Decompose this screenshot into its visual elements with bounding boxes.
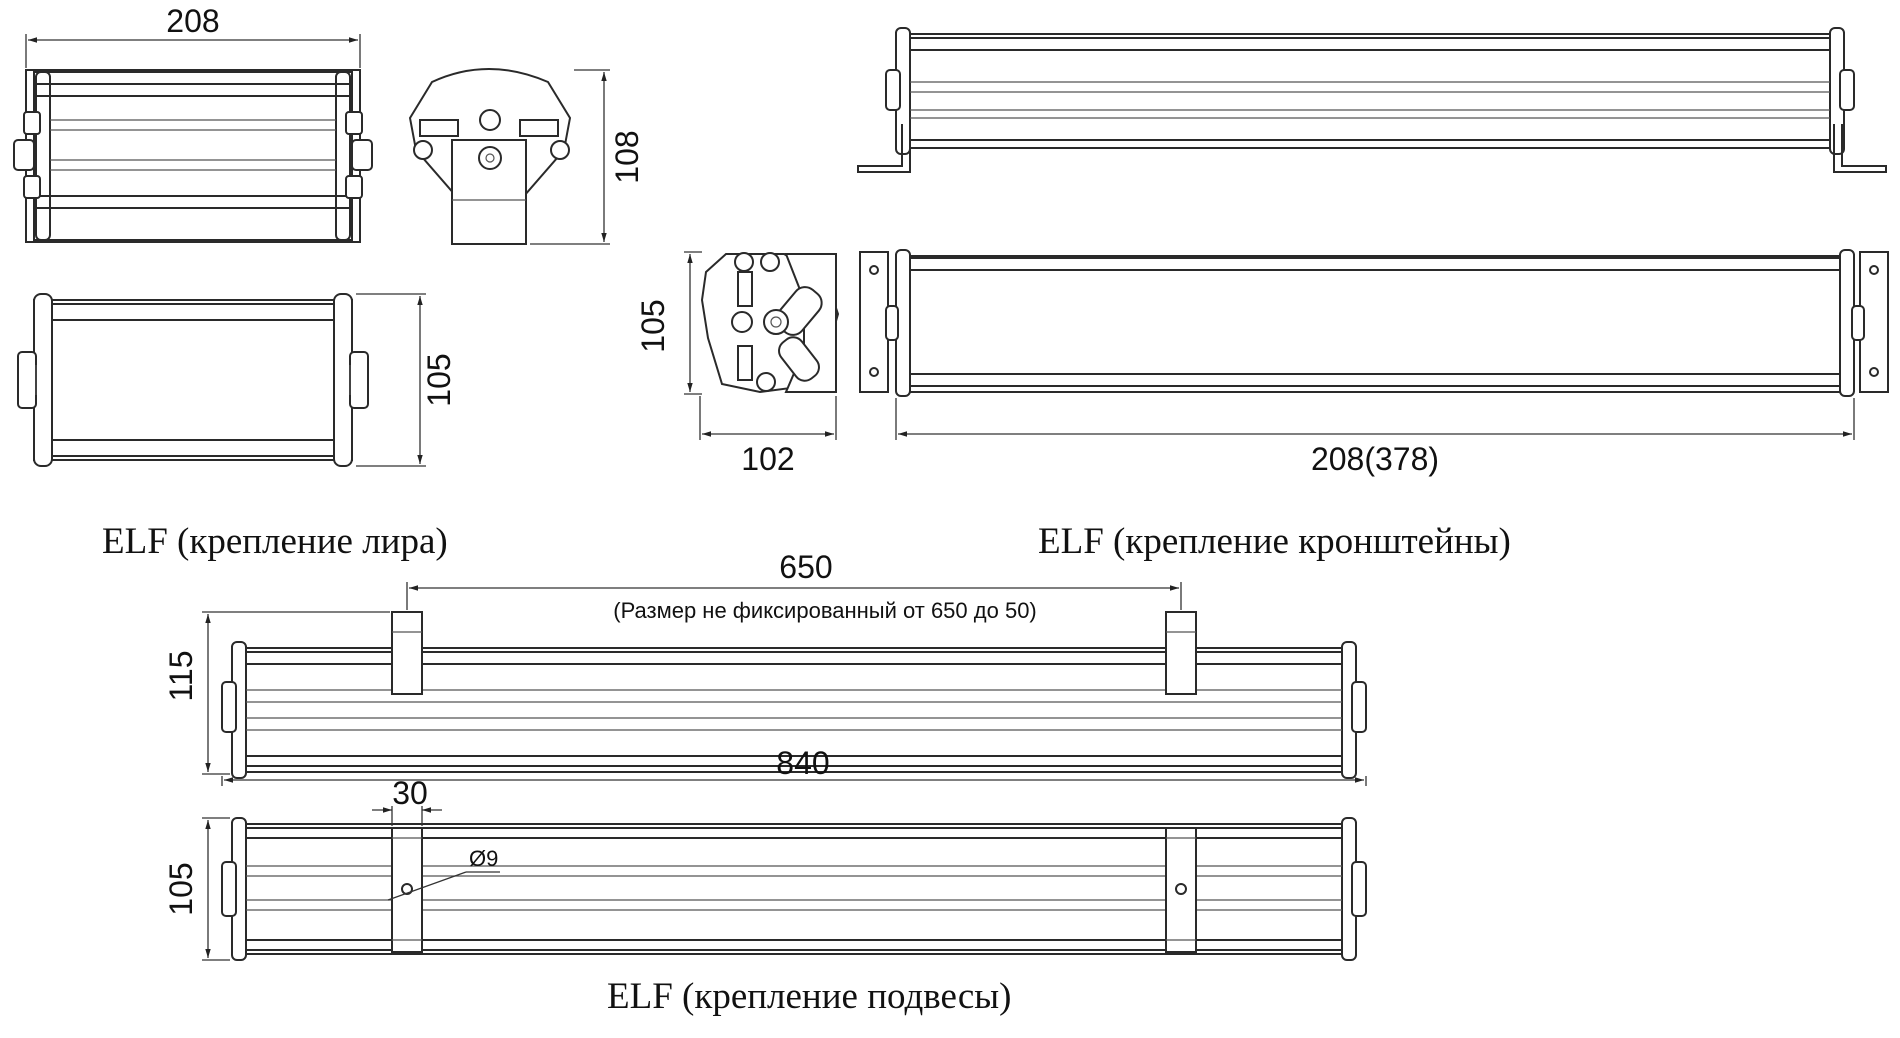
dimension-suspension-clamp-width: 30 — [372, 775, 442, 826]
svg-text:105: 105 — [163, 862, 199, 915]
svg-text:115: 115 — [163, 650, 199, 701]
dimension-suspension-top-height: 115 — [163, 611, 390, 775]
caption-brackets: ELF (крепление кронштейны) — [1038, 521, 1511, 562]
dimension-brackets-side-width: 102 — [699, 396, 837, 477]
caption-lyre: ELF (крепление лира) — [102, 521, 448, 562]
svg-text:Ø9: Ø9 — [469, 846, 498, 871]
svg-text:30: 30 — [392, 775, 428, 811]
caption-suspension: ELF (крепление подвесы) — [607, 976, 1011, 1017]
svg-text:208(378): 208(378) — [1311, 441, 1439, 477]
suspension-front-view — [221, 817, 1367, 961]
dimension-lyre-side-height: 108 — [530, 69, 645, 245]
brackets-front-view — [859, 249, 1889, 397]
dimension-suspension-spacing: 650 (Размер не фиксированный от 650 до 5… — [406, 549, 1182, 623]
svg-text:(Размер не фиксированный от 65: (Размер не фиксированный от 650 до 50) — [613, 598, 1037, 623]
lyre-top-view — [13, 69, 373, 243]
dimension-suspension-front-height: 105 — [163, 817, 230, 961]
dimension-lyre-top-width: 208 — [25, 3, 361, 68]
svg-text:102: 102 — [741, 441, 794, 477]
suspension-top-view — [221, 611, 1367, 779]
lyre-side-view — [408, 68, 572, 245]
dimension-suspension-hole-diameter: Ø9 — [387, 846, 500, 901]
dimension-brackets-side-height: 105 — [635, 251, 702, 395]
svg-text:208: 208 — [166, 3, 219, 39]
brackets-side-view — [700, 252, 840, 394]
dimension-suspension-length: 840 — [221, 745, 1367, 786]
svg-text:105: 105 — [421, 353, 457, 406]
dimension-lyre-front-height: 105 — [356, 293, 457, 467]
svg-text:108: 108 — [609, 130, 645, 183]
svg-text:650: 650 — [779, 549, 832, 585]
lyre-front-view — [17, 293, 369, 467]
brackets-top-view — [857, 27, 1887, 173]
svg-text:105: 105 — [635, 299, 671, 352]
svg-text:840: 840 — [776, 745, 829, 781]
dimension-brackets-front-length: 208(378) — [895, 398, 1855, 477]
